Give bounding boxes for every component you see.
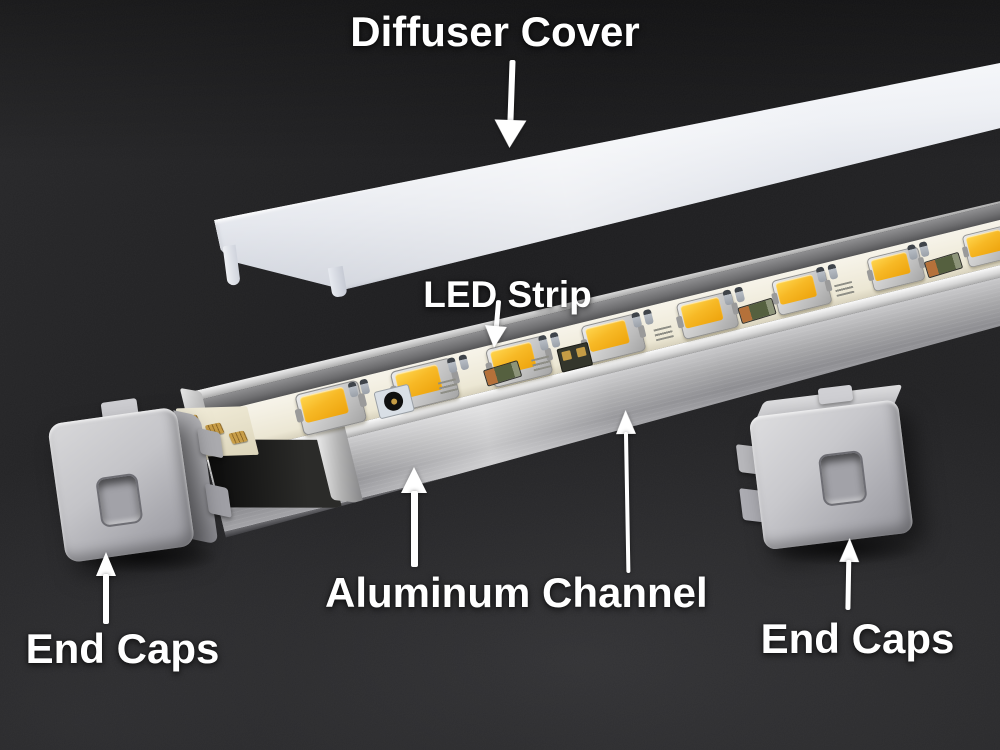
aluminum-channel-label: Aluminum Channel — [325, 569, 708, 616]
end-cap-cable-slot — [95, 472, 144, 529]
end-caps-left-label: End Caps — [25, 625, 220, 672]
end-cap-cable-slot — [817, 449, 868, 507]
diffuser-cover-arrow — [493, 59, 528, 150]
pcb-component-marking — [722, 286, 747, 307]
led-phosphor — [299, 386, 349, 423]
end-cap-right — [731, 382, 927, 564]
pcb-component-marking — [631, 308, 656, 329]
led-phosphor — [775, 274, 817, 305]
pcb-contact-pad — [228, 430, 249, 445]
pcb-component-vent-lines — [654, 325, 674, 341]
pcb-component-marking — [816, 263, 841, 284]
end-caps-right-arrow — [837, 537, 862, 612]
pcb-component-marking — [907, 241, 932, 262]
led-phosphor — [585, 319, 630, 352]
aluminum-channel-arrow-2 — [614, 409, 641, 574]
aluminum-channel-arrow — [400, 467, 428, 567]
pcb-component-marking — [446, 354, 471, 375]
led-chip — [962, 224, 1000, 268]
diffuser-cover-label: Diffuser Cover — [350, 8, 640, 55]
end-caps-right-label: End Caps — [760, 615, 955, 662]
led-phosphor — [870, 252, 911, 282]
pcb-component-marking — [347, 378, 372, 399]
end-caps-left-arrow — [94, 552, 120, 624]
pcb-component-vent-lines — [834, 281, 854, 297]
led-strip-arrow — [480, 299, 512, 351]
led-phosphor — [680, 297, 724, 329]
led-phosphor — [966, 229, 1000, 258]
end-cap-left — [45, 389, 238, 575]
